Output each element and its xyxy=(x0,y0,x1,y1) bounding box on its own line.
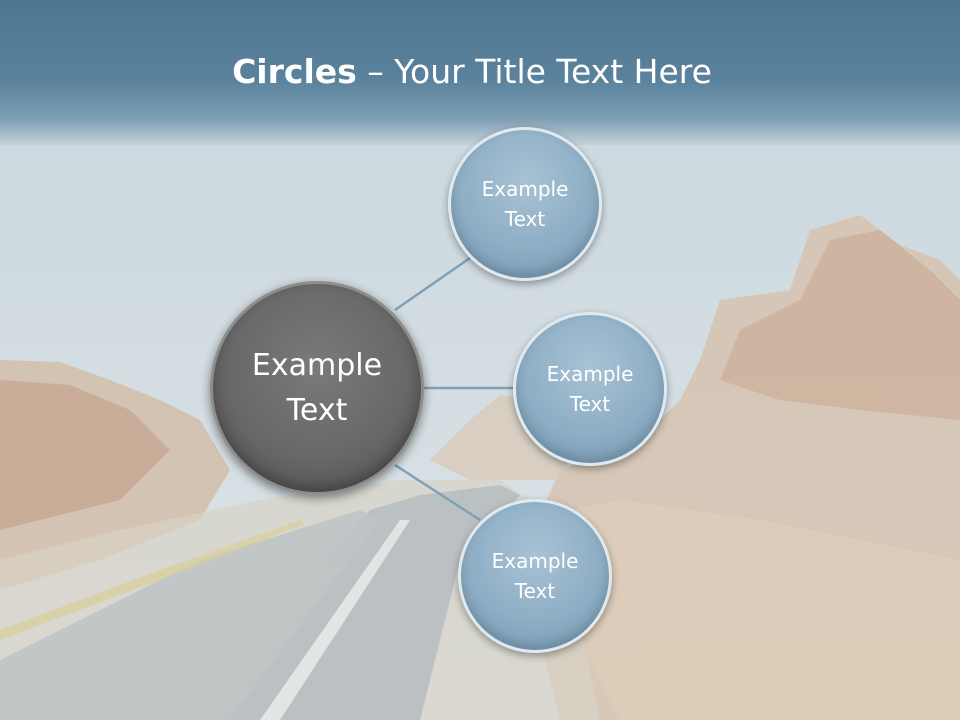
node-circle-label: Example Text xyxy=(491,549,579,603)
title-bold: Circles xyxy=(232,52,357,91)
node-circle-middle[interactable]: Example Text xyxy=(513,312,667,466)
slide-title: Circles – Your Title Text Here xyxy=(0,52,944,91)
center-circle-label: Example Text xyxy=(251,348,383,428)
node-circle-bottom[interactable]: Example Text xyxy=(458,499,612,653)
connector-top xyxy=(394,256,471,312)
title-rest: – Your Title Text Here xyxy=(356,52,712,91)
node-circle-label: Example Text xyxy=(546,362,634,416)
connector-bottom xyxy=(394,463,481,522)
title-bar xyxy=(0,0,960,145)
node-circle-top[interactable]: Example Text xyxy=(448,127,602,281)
center-circle[interactable]: Example Text xyxy=(210,281,424,495)
node-circle-label: Example Text xyxy=(481,177,569,231)
